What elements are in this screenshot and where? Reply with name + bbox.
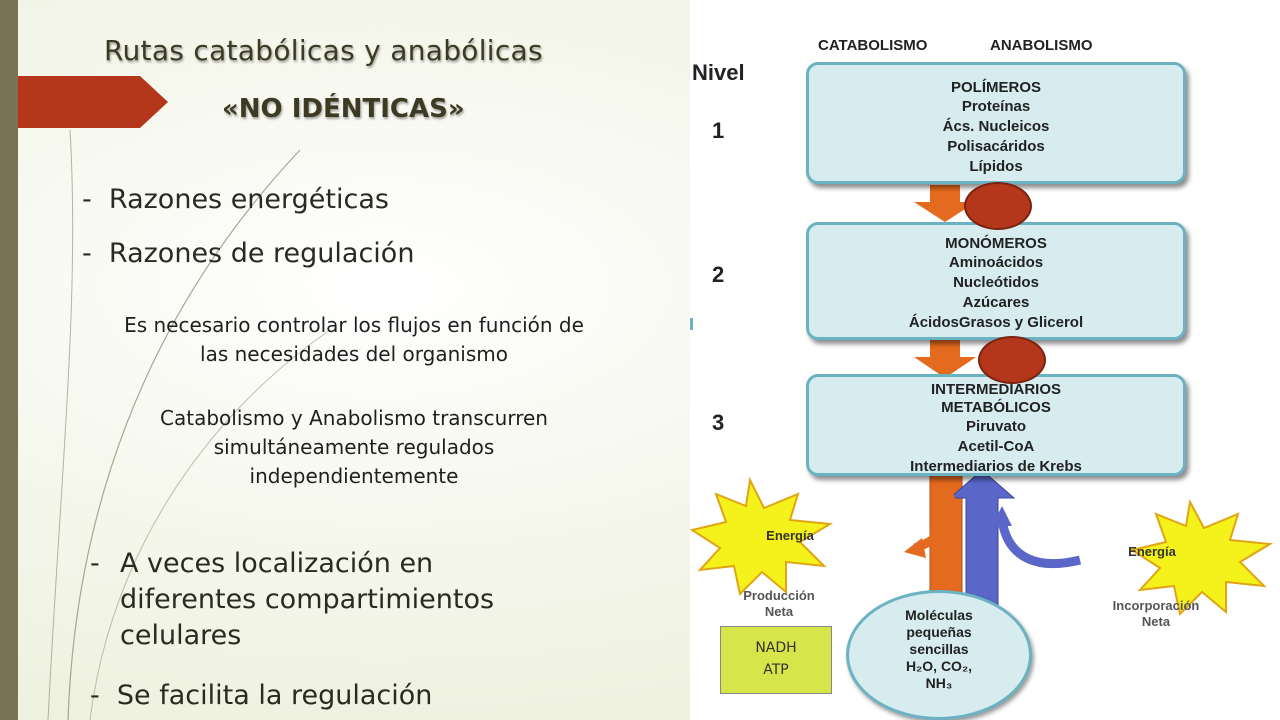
box-intermediarios: INTERMEDIARIOS METABÓLICOS Piruvato Acet… xyxy=(806,374,1186,476)
box-item: Azúcares xyxy=(962,294,1030,311)
box-item: Lípidos xyxy=(969,158,1023,175)
level-2: 2 xyxy=(712,262,725,287)
regulation-circle-1 xyxy=(964,182,1032,230)
box-title: INTERMEDIARIOS xyxy=(930,381,1061,398)
box-item: Aminoácidos xyxy=(948,254,1044,271)
box-item: ÁcidosGrasos y Glicerol xyxy=(908,314,1084,331)
header-anabolismo: ANABOLISMO xyxy=(990,37,1093,54)
bullet-text: Razones de regulación xyxy=(108,238,415,269)
slide-title: Rutas catabólicas y anabólicas xyxy=(104,34,543,67)
note-line: Es necesario controlar los flujos en fun… xyxy=(124,313,584,337)
level-3: 3 xyxy=(712,410,725,435)
slide-subtitle: «NO IDÉNTICAS» xyxy=(222,94,465,124)
header-catabolismo: CATABOLISMO xyxy=(818,37,928,54)
atp-label: ATP xyxy=(763,662,789,678)
produccion-neta-label: Producción Neta xyxy=(720,588,838,620)
bullet-regulacion: - Razones de regulación xyxy=(82,238,414,269)
bullet-text: Razones energéticas xyxy=(108,184,389,215)
label-line: Neta xyxy=(1141,614,1171,629)
bullet-line: A veces localización en xyxy=(120,548,434,579)
title-banner xyxy=(18,76,168,128)
box-monomeros: MONÓMEROS Aminoácidos Nucleótidos Azúcar… xyxy=(806,222,1186,340)
box-item: Ács. Nucleicos xyxy=(942,118,1050,135)
box-title: MONÓMEROS xyxy=(945,235,1047,252)
ellipse-line: H₂O, CO₂, xyxy=(905,658,973,674)
box-item: Intermediarios de Krebs xyxy=(910,458,1082,475)
incorporacion-neta-label: Incorporación Neta xyxy=(1086,598,1226,630)
ellipse-line: NH₃ xyxy=(925,675,953,691)
box-item: Piruvato xyxy=(965,418,1026,435)
nadh-label: NADH xyxy=(755,640,797,656)
bullet-text: Se facilita la regulación xyxy=(116,680,433,711)
bullet-dash: - xyxy=(90,548,100,579)
box-title: METABÓLICOS xyxy=(941,399,1051,416)
bullet-energeticas: - Razones energéticas xyxy=(82,184,389,215)
bullet-line: celulares xyxy=(120,620,242,651)
bullet-regulacion-facil: - Se facilita la regulación xyxy=(90,678,432,714)
note-line: las necesidades del organismo xyxy=(200,342,508,366)
note-simultaneo: Catabolismo y Anabolismo transcurren sim… xyxy=(54,404,654,491)
nivel-label: Nivel xyxy=(692,60,745,85)
left-strip xyxy=(0,0,18,720)
small-molecules-ellipse: Moléculas pequeñas sencillas H₂O, CO₂, N… xyxy=(846,590,1032,720)
level-1: 1 xyxy=(712,118,725,143)
ellipse-line: pequeñas xyxy=(906,624,972,640)
ellipse-line: Moléculas xyxy=(905,607,973,623)
bullet-localizacion-text: A veces localización en diferentes compa… xyxy=(120,546,494,654)
note-line: independientemente xyxy=(249,464,459,488)
box-item: Nucleótidos xyxy=(953,274,1039,291)
box-item: Acetil-CoA xyxy=(957,438,1035,455)
label-line: Producción xyxy=(743,588,815,603)
bullet-localizacion: - xyxy=(90,546,100,582)
box-item: Polisacáridos xyxy=(947,138,1045,155)
energy-left-label: Energía xyxy=(766,528,814,543)
bullet-dash: - xyxy=(82,184,92,215)
bullet-line: diferentes compartimientos xyxy=(120,584,495,615)
regulation-circle-2 xyxy=(978,336,1046,384)
box-title: POLÍMEROS xyxy=(950,79,1041,96)
ellipse-line: sencillas xyxy=(909,641,969,657)
label-line: Neta xyxy=(764,604,794,619)
label-line: Incorporación xyxy=(1112,598,1200,613)
note-line: Catabolismo y Anabolismo transcurren xyxy=(160,406,548,430)
nadh-atp-box: NADH ATP xyxy=(720,626,832,694)
bullet-dash: - xyxy=(90,680,100,711)
bullet-dash: - xyxy=(82,238,92,269)
box-item: Proteínas xyxy=(961,98,1031,115)
box-polimeros: POLÍMEROS Proteínas Ács. Nucleicos Polis… xyxy=(806,62,1186,184)
note-line: simultáneamente regulados xyxy=(213,435,495,459)
decorative-swoosh xyxy=(47,129,331,720)
note-flujos: Es necesario controlar los flujos en fun… xyxy=(54,311,654,369)
energy-right-label: Energía xyxy=(1128,544,1176,559)
